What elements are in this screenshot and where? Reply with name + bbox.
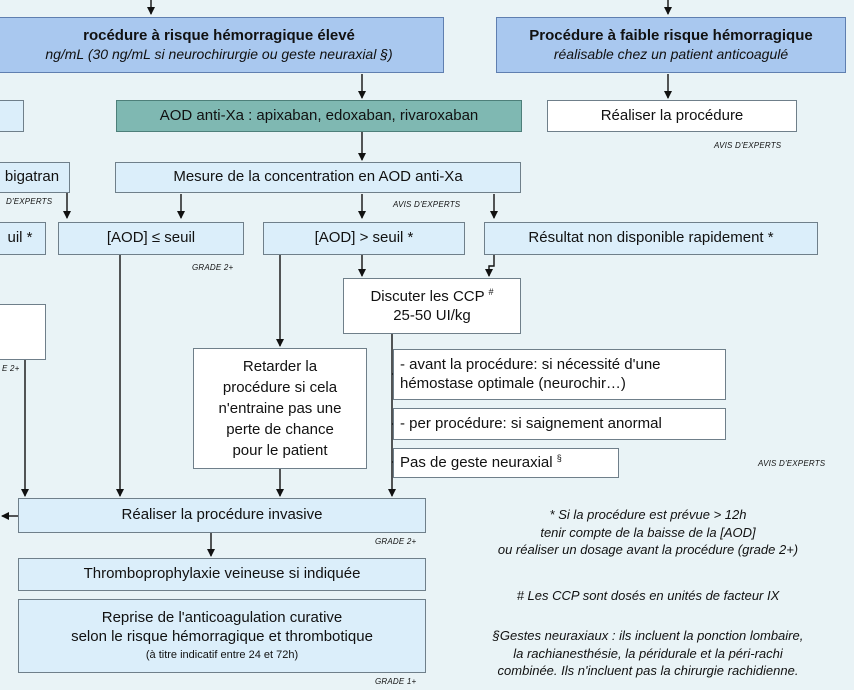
note-hash: # Les CCP sont dosés en unités de facteu… [448, 587, 848, 605]
resultat-nd-label: Résultat non disponible rapidement * [528, 229, 774, 247]
note-star-line-3: ou réaliser un dosage avant la procédure… [497, 542, 799, 558]
reprise-line-3: (à titre indicatif entre 24 et 72h) [145, 648, 299, 661]
ccp-line-2: 25-50 UI/kg [393, 306, 471, 324]
aod-gt-seuil-label: [AOD] > seuil * [314, 229, 414, 247]
avis-experts-tag-left: D'EXPERTS [6, 197, 53, 206]
grade-tag-b: GRADE 2+ [375, 537, 417, 546]
seuil-left-box: uil * [0, 222, 46, 255]
avis-experts-tag-3: AVIS D'EXPERTS [758, 459, 826, 468]
retarder-line-2: procédure si cela [222, 379, 338, 396]
note-section: §Gestes neuraxiaux : ils incluent la pon… [448, 627, 848, 680]
thrombo-label: Thromboprophylaxie veineuse si indiquée [83, 565, 361, 583]
note-section-line-2: la rachianesthésie, la péridurale et la … [513, 645, 783, 661]
note-star-line-1: * Si la procédure est prévue > 12h [549, 507, 747, 522]
note-star-line-2: tenir compte de la baisse de la [AOD] [540, 524, 756, 540]
retarder-box: Retarder la procédure si cela n'entraine… [193, 348, 367, 469]
note-hash-line: # Les CCP sont dosés en unités de facteu… [516, 588, 780, 603]
retarder-line-1: Retarder la [242, 358, 318, 375]
reprise-line-2: selon le risque hémorragique et thrombot… [71, 628, 373, 646]
per-label: - per procédure: si saignement anormal [400, 414, 662, 432]
resultat-nd-box: Résultat non disponible rapidement * [484, 222, 818, 255]
seuil-left-label: uil * [7, 229, 33, 247]
mesure-box: Mesure de la concentration en AOD anti-X… [115, 162, 521, 193]
mesure-label: Mesure de la concentration en AOD anti-X… [173, 168, 463, 186]
avis-experts-tag-2: AVIS D'EXPERTS [393, 200, 461, 209]
avant-procedure-box: - avant la procédure: si nécessité d'une… [393, 349, 726, 400]
note-section-line-1: §Gestes neuraxiaux : ils incluent la pon… [492, 628, 804, 643]
realiser-procedure-box: Réaliser la procédure [547, 100, 797, 132]
note-star: * Si la procédure est prévue > 12h tenir… [448, 506, 848, 559]
retarder-line-3: n'entraine pas une [218, 400, 342, 417]
pas-geste-box: Pas de geste neuraxial § [393, 448, 619, 478]
low-risk-box: Procédure à faible risque hémorragique r… [496, 17, 846, 73]
ccp-line-1: Discuter les CCP # [370, 286, 494, 305]
avant-line-2: hémostase optimale (neurochir…) [400, 374, 626, 392]
dabigatran-box: bigatran [0, 162, 70, 193]
retarder-line-4: perte de chance [226, 421, 334, 438]
reprise-box: Reprise de l'anticoagulation curative se… [18, 599, 426, 673]
avant-line-1: - avant la procédure: si nécessité d'une [400, 355, 661, 373]
per-procedure-box: - per procédure: si saignement anormal [393, 408, 726, 440]
aod-antixa-box: AOD anti-Xa : apixaban, edoxaban, rivaro… [116, 100, 522, 132]
low-risk-subtitle: réalisable chez un patient anticoagulé [553, 45, 789, 62]
high-risk-title: rocédure à risque hémorragique élevé [83, 26, 355, 44]
grade-tag-a: GRADE 2+ [192, 263, 234, 272]
grade-tag-left: E 2+ [2, 364, 20, 373]
dabigatran-label: bigatran [4, 168, 60, 186]
high-risk-subtitle: ng/mL (30 ng/mL si neurochirurgie ou ges… [45, 45, 393, 62]
aod-le-seuil-label: [AOD] ≤ seuil [106, 229, 196, 247]
retarder-line-5: pour le patient [232, 442, 328, 459]
reprise-line-1: Reprise de l'anticoagulation curative [101, 609, 343, 627]
thrombo-box: Thromboprophylaxie veineuse si indiquée [18, 558, 426, 591]
avis-experts-tag-1: AVIS D'EXPERTS [714, 141, 782, 150]
left-partial-box [0, 100, 24, 132]
aod-le-seuil-box: [AOD] ≤ seuil [58, 222, 244, 255]
ccp-hash: # [488, 286, 494, 297]
realiser-procedure-label: Réaliser la procédure [600, 106, 744, 124]
low-risk-title: Procédure à faible risque hémorragique [529, 26, 813, 44]
grade-tag-c: GRADE 1+ [375, 677, 417, 686]
ccp-box: Discuter les CCP # 25-50 UI/kg [343, 278, 521, 334]
invasive-label: Réaliser la procédure invasive [121, 506, 323, 524]
note-section-line-3: combinée. Ils n'incluent pas la chirurgi… [497, 663, 799, 679]
pas-geste-section: § [556, 453, 562, 464]
pas-geste-line: Pas de geste neuraxial § [400, 453, 562, 472]
aod-gt-seuil-box: [AOD] > seuil * [263, 222, 465, 255]
invasive-box: Réaliser la procédure invasive [18, 498, 426, 533]
aod-antixa-label: AOD anti-Xa : apixaban, edoxaban, rivaro… [159, 106, 479, 124]
high-risk-box: rocédure à risque hémorragique élevé ng/… [0, 17, 444, 73]
left-partial-box-2 [0, 304, 46, 360]
